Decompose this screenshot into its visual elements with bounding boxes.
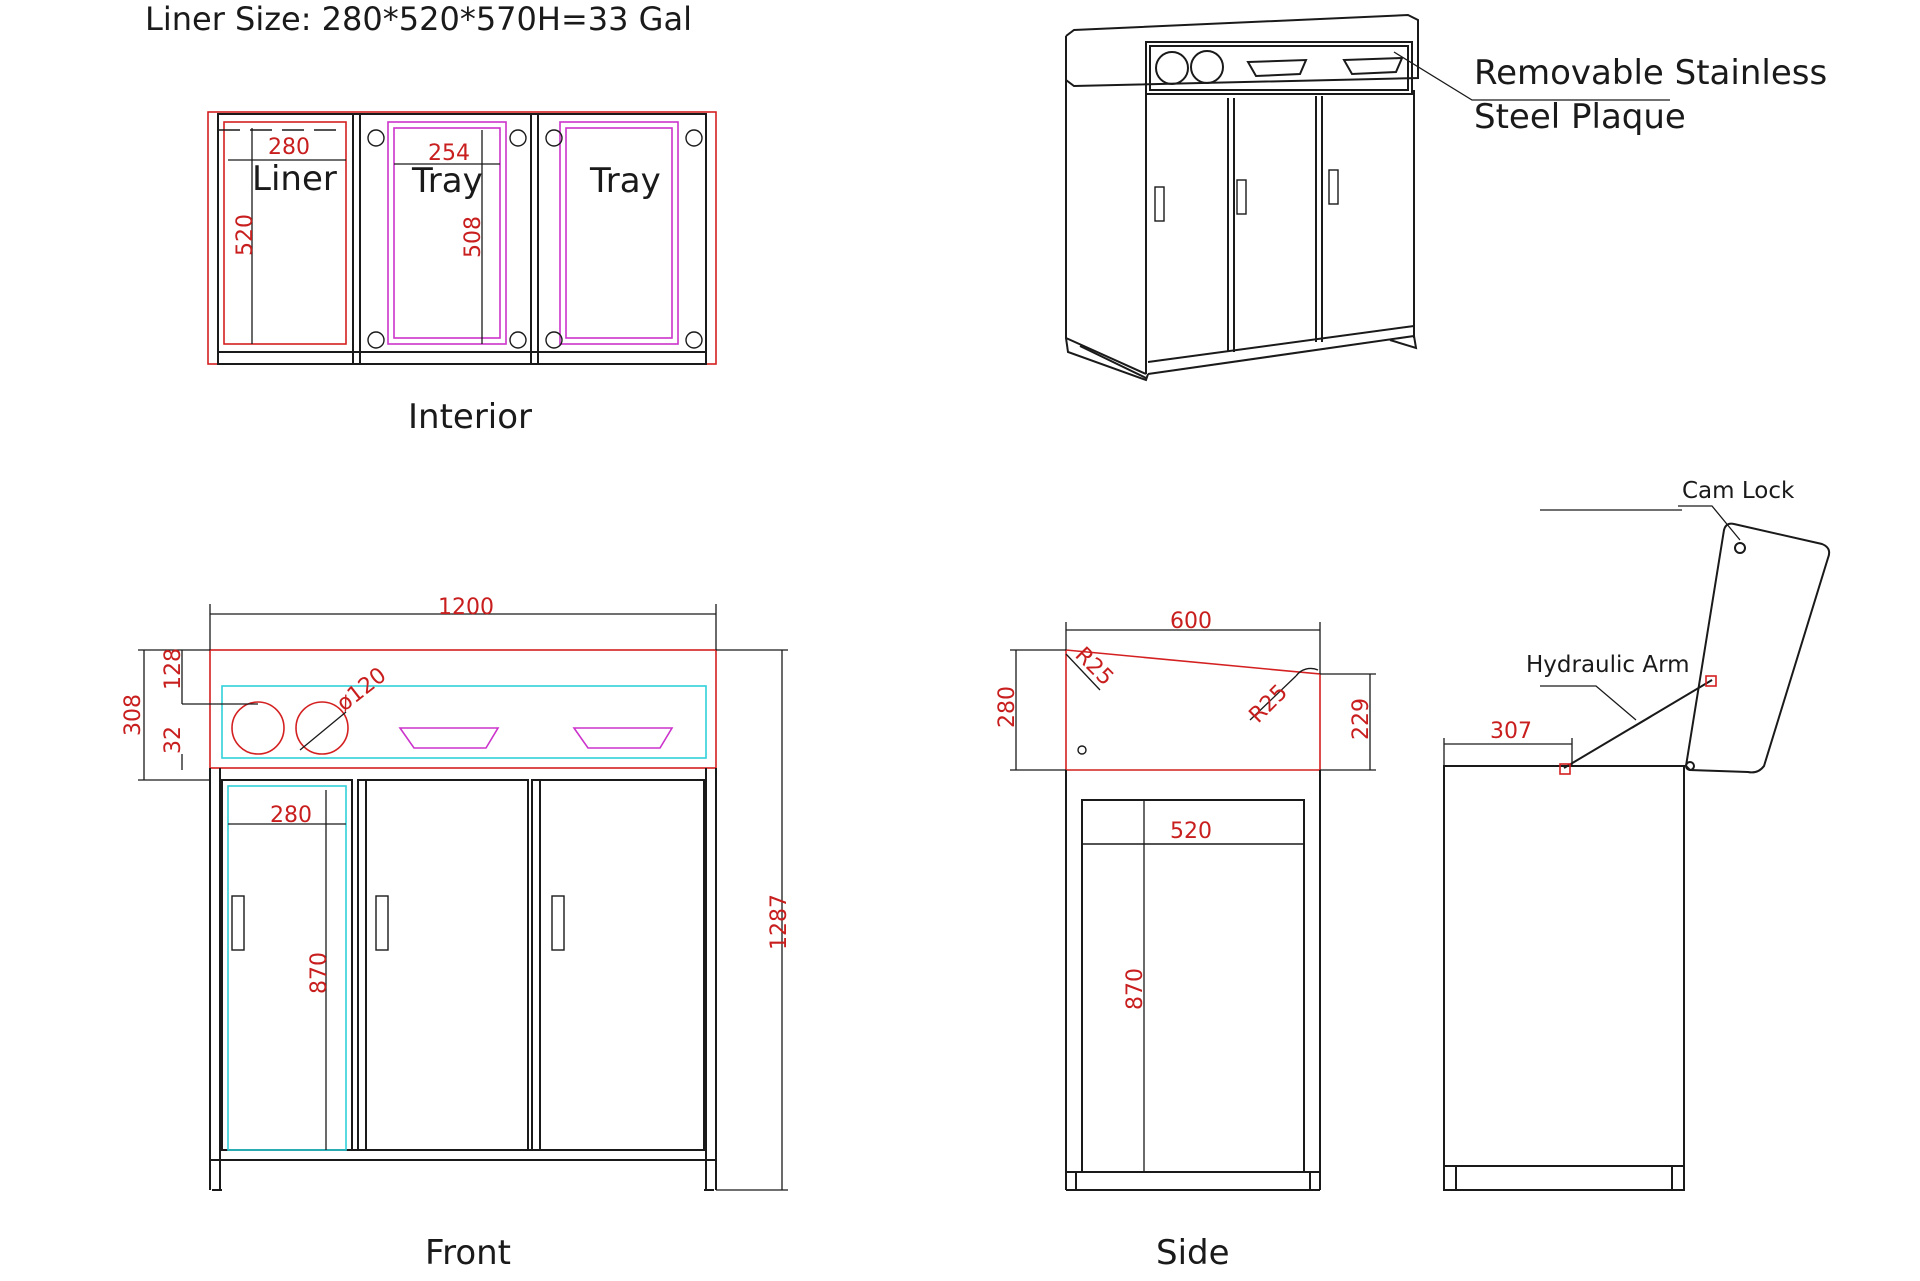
tray-label-2: Tray bbox=[589, 161, 661, 201]
dim-tray-width: 254 bbox=[428, 141, 470, 166]
dim-side-depth: 600 bbox=[1170, 609, 1212, 634]
dim-front-hole-diameter: ø120 bbox=[332, 663, 391, 717]
dim-front-door-height: 870 bbox=[307, 952, 332, 994]
dim-side-front-height: 229 bbox=[1349, 698, 1374, 740]
perspective-view: Removable Stainless Steel Plaque bbox=[1065, 13, 1827, 382]
dim-front-top-height: 308 bbox=[121, 694, 146, 736]
plaque-callout-line2: Steel Plaque bbox=[1474, 97, 1686, 137]
dim-side-radius-2: R25 bbox=[1245, 680, 1293, 728]
plaque-callout-line1: Removable Stainless bbox=[1474, 53, 1827, 93]
open-lid-view: Cam Lock Hydraulic Arm 307 bbox=[1443, 478, 1831, 1191]
front-view: 1200 308 128 32 ø120 280 870 1287 bbox=[121, 595, 792, 1191]
liner-size-text: Liner Size: 280*520*570H=33 Gal bbox=[145, 0, 692, 38]
front-caption: Front bbox=[425, 1233, 511, 1273]
dim-side-inner-depth: 520 bbox=[1170, 819, 1212, 844]
dim-liner-width: 280 bbox=[268, 135, 310, 160]
hydraulic-arm-callout: Hydraulic Arm bbox=[1526, 652, 1690, 678]
tray-label-1: Tray bbox=[411, 161, 483, 201]
dim-side-inner-height: 870 bbox=[1123, 968, 1148, 1010]
dim-liner-depth: 520 bbox=[233, 214, 258, 256]
dim-front-total-height: 1287 bbox=[767, 894, 792, 950]
dim-front-bottom-gap: 32 bbox=[161, 726, 186, 754]
liner-label: Liner bbox=[252, 159, 337, 199]
interior-caption: Interior bbox=[408, 397, 532, 437]
side-view: 600 280 229 R25 R25 520 870 bbox=[995, 609, 1376, 1191]
cam-lock-callout: Cam Lock bbox=[1682, 478, 1795, 504]
dim-front-door-width: 280 bbox=[270, 803, 312, 828]
dim-side-radius-1: R25 bbox=[1070, 643, 1118, 691]
interior-view: Liner Tray Tray 280 254 520 508 bbox=[207, 111, 717, 365]
dim-lid-offset: 307 bbox=[1490, 719, 1532, 744]
dim-side-rear-height: 280 bbox=[995, 686, 1020, 728]
dim-front-opening-offset: 128 bbox=[161, 648, 186, 690]
dim-tray-depth: 508 bbox=[461, 216, 486, 258]
dim-front-width: 1200 bbox=[438, 595, 494, 620]
side-caption: Side bbox=[1156, 1233, 1230, 1273]
